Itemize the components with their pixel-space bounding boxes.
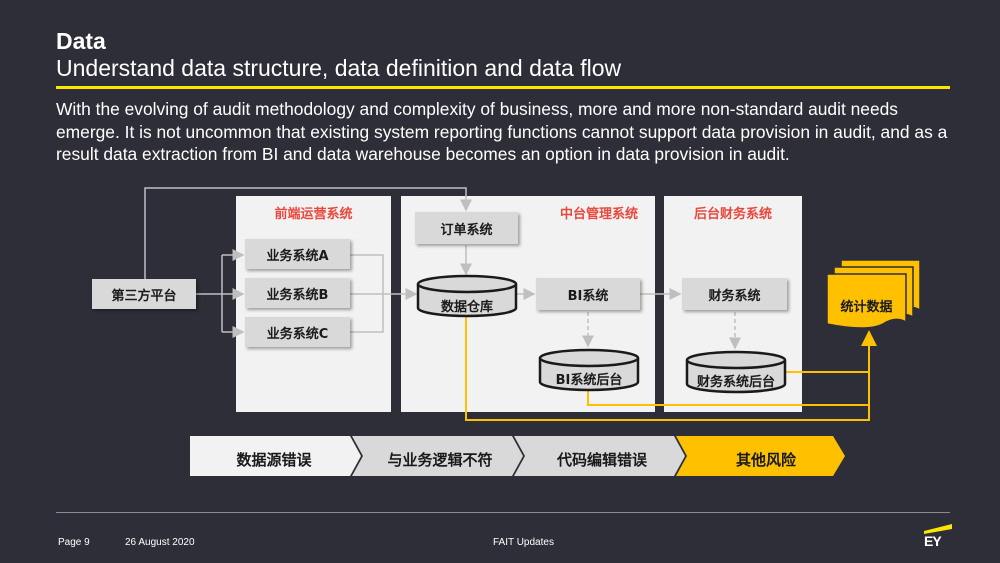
footer-divider xyxy=(56,512,950,513)
data-warehouse-cylinder xyxy=(416,274,518,318)
page-title: Data xyxy=(56,28,106,54)
front-system-panel-title: 前端运营系统 xyxy=(274,207,353,222)
risk-label-data-source-error: 数据源错误 xyxy=(236,451,312,469)
order-system: 订单系统 xyxy=(415,212,518,244)
business-system-a: 业务系统A xyxy=(245,239,350,269)
risk-chevron-1 xyxy=(190,436,361,476)
connector-bi-backend-to-stats xyxy=(587,390,869,406)
back-system-panel-title: 后台财务系统 xyxy=(693,207,772,222)
intro-paragraph: With the evolving of audit methodology a… xyxy=(56,99,948,164)
page-subtitle: Understand data structure, data definiti… xyxy=(56,55,622,81)
data-warehouse-label: 数据仓库 xyxy=(440,300,493,315)
risk-label-code-edit-error: 代码编辑错误 xyxy=(556,451,647,469)
finance-backend-cylinder xyxy=(685,350,787,394)
ey-logo-text: EY xyxy=(924,533,942,549)
risk-chevron-4 xyxy=(676,436,845,476)
third-party-platform: 第三方平台 xyxy=(92,279,196,309)
risk-label-other-risks: 其他风险 xyxy=(735,451,796,469)
business-system-c: 业务系统C xyxy=(245,317,350,347)
risk-chevron-3 xyxy=(514,436,685,476)
footer-page-number: Page 9 xyxy=(58,537,90,548)
bi-system: BI系统 xyxy=(536,278,640,310)
title-divider xyxy=(56,86,950,89)
middle-system-panel-title: 中台管理系统 xyxy=(559,207,638,222)
risk-chevrons xyxy=(190,436,845,476)
statistics-data-label: 统计数据 xyxy=(840,300,893,315)
ey-logo: EY xyxy=(922,522,962,550)
risk-label-business-logic-mismatch: 与业务逻辑不符 xyxy=(387,451,493,469)
risk-chevron-2 xyxy=(352,436,523,476)
finance-backend-label: 财务系统后台 xyxy=(696,375,775,390)
connector-third-party-to-order xyxy=(144,187,472,279)
bi-backend-cylinder xyxy=(538,348,640,392)
footer-center-text: FAIT Updates xyxy=(493,537,554,548)
ey-logo-bar-icon xyxy=(924,524,952,534)
business-system-b: 业务系统B xyxy=(245,278,350,308)
footer-date: 26 August 2020 xyxy=(125,537,195,548)
bi-backend-label: BI系统后台 xyxy=(555,373,623,388)
finance-system: 财务系统 xyxy=(682,278,787,310)
statistics-documents-icon xyxy=(826,259,921,329)
